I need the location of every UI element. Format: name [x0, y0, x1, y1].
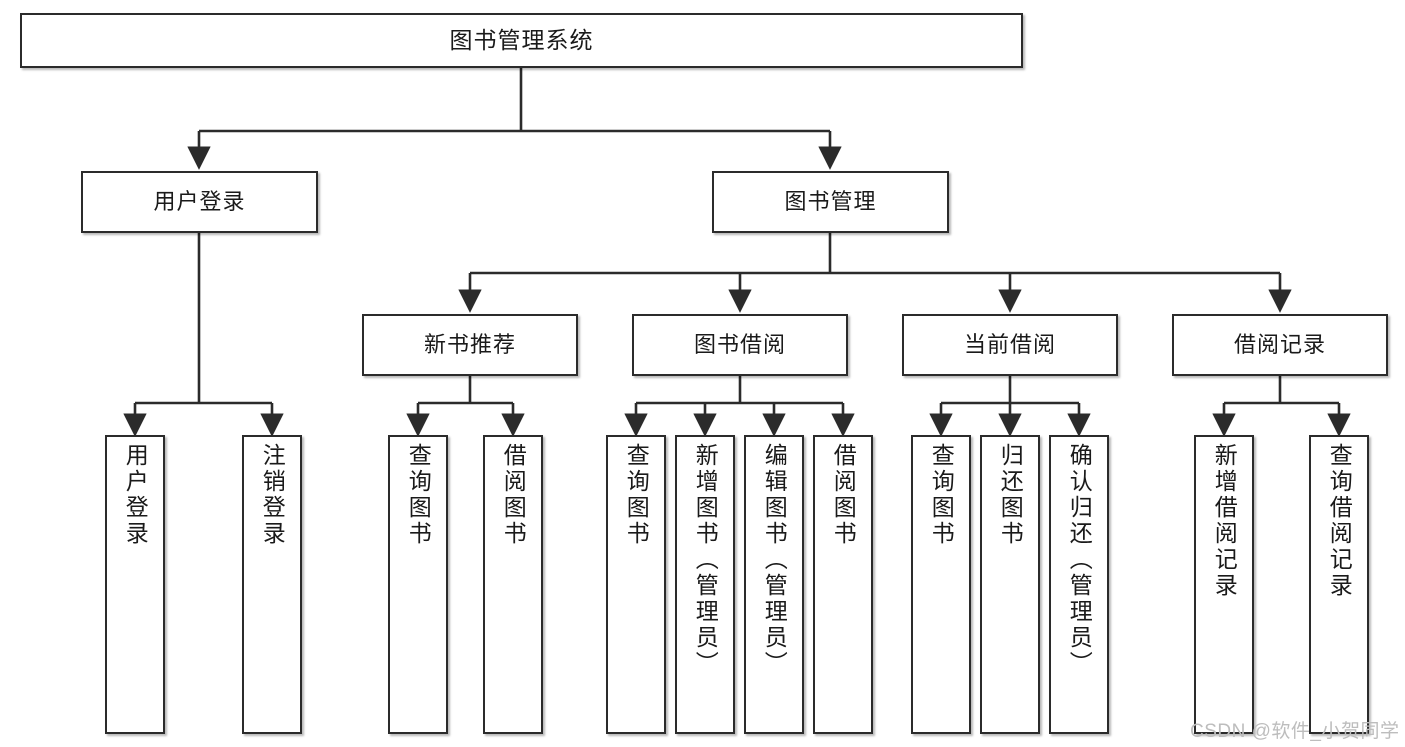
node-label: 确认归还（管理员） [1066, 443, 1093, 677]
node-label: 查询图书 [928, 443, 955, 547]
node-leaf-borrow-books-newbooks[interactable]: 借阅图书 [483, 435, 543, 734]
node-label: 图书借阅 [693, 332, 786, 358]
node-label: 归还图书 [997, 443, 1024, 547]
node-leaf-edit-book-admin[interactable]: 编辑图书（管理员） [744, 435, 804, 734]
node-leaf-query-books-current[interactable]: 查询图书 [911, 435, 971, 734]
csdn-watermark: CSDN @软件_小贺同学 [1190, 721, 1400, 742]
node-leaf-user-login[interactable]: 用户登录 [105, 435, 165, 734]
node-label: 图书管理 [784, 189, 877, 215]
node-user-login[interactable]: 用户登录 [81, 171, 318, 233]
node-label: 查询图书 [405, 443, 432, 547]
node-new-book-recommendation[interactable]: 新书推荐 [362, 314, 578, 376]
node-label: 编辑图书（管理员） [761, 443, 788, 677]
node-label: 查询借阅记录 [1326, 443, 1353, 599]
node-borrowing-records[interactable]: 借阅记录 [1172, 314, 1388, 376]
node-label: 图书管理系统 [449, 27, 594, 54]
node-leaf-confirm-return-admin[interactable]: 确认归还（管理员） [1049, 435, 1109, 734]
node-label: 新增借阅记录 [1211, 443, 1238, 599]
node-leaf-query-borrow-record[interactable]: 查询借阅记录 [1309, 435, 1369, 734]
node-label: 借阅图书 [500, 443, 527, 547]
node-leaf-query-books-borrow[interactable]: 查询图书 [606, 435, 666, 734]
node-label: 用户登录 [153, 189, 246, 215]
node-leaf-borrow-books-borrow[interactable]: 借阅图书 [813, 435, 873, 734]
node-book-borrowing[interactable]: 图书借阅 [632, 314, 848, 376]
node-label: 注销登录 [259, 443, 286, 547]
node-label: 新书推荐 [423, 332, 516, 358]
node-label: 查询图书 [623, 443, 650, 547]
node-label: 借阅图书 [830, 443, 857, 547]
node-label: 借阅记录 [1233, 332, 1326, 358]
node-leaf-query-books-newbooks[interactable]: 查询图书 [388, 435, 448, 734]
node-label: 新增图书（管理员） [692, 443, 719, 677]
node-leaf-logout[interactable]: 注销登录 [242, 435, 302, 734]
node-book-management[interactable]: 图书管理 [712, 171, 949, 233]
node-label: 当前借阅 [963, 332, 1056, 358]
node-leaf-add-borrow-record[interactable]: 新增借阅记录 [1194, 435, 1254, 734]
node-root-book-management-system[interactable]: 图书管理系统 [20, 13, 1023, 68]
node-label: 用户登录 [122, 443, 149, 547]
node-leaf-return-books[interactable]: 归还图书 [980, 435, 1040, 734]
node-current-borrowing[interactable]: 当前借阅 [902, 314, 1118, 376]
node-leaf-add-book-admin[interactable]: 新增图书（管理员） [675, 435, 735, 734]
